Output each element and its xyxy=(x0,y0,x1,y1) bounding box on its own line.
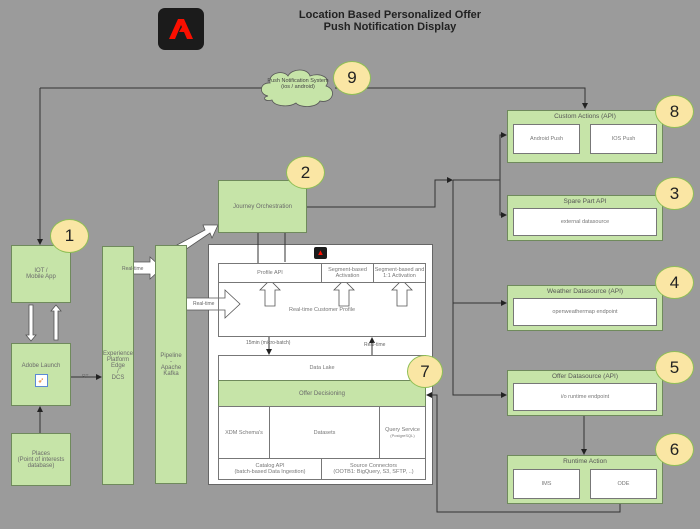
adobe-launch-box: Adobe Launch ➶ xyxy=(11,343,71,406)
realtime-arrow-label: Real-time xyxy=(193,301,215,307)
ims-cell: IMS xyxy=(513,469,580,499)
weather-datasource-box: Weather Datasource (API) openweathermap … xyxy=(507,285,663,331)
catalog-api-cell: Catalog API (batch-based Data Ingestion) xyxy=(218,458,322,480)
push-notification-cloud: Push Notification System (ios / android) xyxy=(258,66,338,108)
offer-datasource-title: Offer Datasource (API) xyxy=(552,373,618,380)
adobe-logo xyxy=(158,8,204,50)
step-badge-2: 2 xyxy=(286,156,325,189)
adobe-launch-label: Adobe Launch xyxy=(21,362,61,369)
ios-push: IOS Push xyxy=(590,124,657,154)
offer-decisioning: Offer Decisioning xyxy=(218,380,426,407)
weather-title: Weather Datasource (API) xyxy=(546,288,624,295)
spare-part-title: Spare Part API xyxy=(563,198,607,205)
step-badge-1: 1 xyxy=(50,219,89,253)
realtime-label: Real-time xyxy=(364,342,386,348)
data-lake: Data Lake xyxy=(218,355,426,381)
rt-label: RT xyxy=(82,374,89,380)
profile-api-cell: Profile API xyxy=(218,263,322,283)
step-badge-5: 5 xyxy=(655,351,694,384)
segment-1to1-cell: Segment-based and 1:1 Activation xyxy=(373,263,426,283)
step-badge-8: 8 xyxy=(655,95,694,128)
source-connectors-cell: Source Connectors (OOTB1: BigQuery, S3, … xyxy=(321,458,426,480)
segment-activation-cell: Segment-based Activation xyxy=(321,263,374,283)
title-line-2: Push Notification Display xyxy=(323,21,457,33)
query-service-cell: Query Service(PostgreSQL) xyxy=(379,406,426,459)
datasets-cell: Datasets xyxy=(269,406,380,459)
cloud-label: Push Notification System (ios / android) xyxy=(267,78,329,90)
experience-platform-edge-box: Experience Platform Edge / DCS xyxy=(102,246,134,485)
query-service-sub: (PostgreSQL) xyxy=(390,433,415,438)
realtime-customer-profile: Real-time Customer Profile xyxy=(218,282,426,337)
adobe-logo-icon xyxy=(169,19,193,39)
title-line-1: Location Based Personalized Offer xyxy=(298,9,482,21)
openweathermap-endpoint: openweathermap endpoint xyxy=(513,298,657,326)
runtime-action-box: Runtime Action IMS ODE xyxy=(507,455,663,504)
runtime-action-title: Runtime Action xyxy=(563,458,607,465)
step-badge-4: 4 xyxy=(655,266,694,299)
custom-actions-title: Custom Actions (API) xyxy=(554,113,616,120)
step-badge-9: 9 xyxy=(333,61,371,95)
query-service-label: Query Service xyxy=(385,427,420,433)
xdm-schemas-cell: XDM Schema's xyxy=(218,406,270,459)
step-badge-7: 7 xyxy=(407,355,443,388)
custom-actions-box: Custom Actions (API) Android Push IOS Pu… xyxy=(507,110,663,163)
pipeline-kafka-box: Pipeline - Apache Kafka xyxy=(155,245,187,484)
adobe-logo-icon: ▲ xyxy=(314,247,327,259)
ode-cell: ODE xyxy=(590,469,657,499)
external-datasource: external datasource xyxy=(513,208,657,236)
places-box: Places (Point of interests database) xyxy=(11,433,71,486)
offer-datasource-box: Offer Datasource (API) i/o runtime endpo… xyxy=(507,370,663,416)
step-badge-6: 6 xyxy=(655,433,694,466)
rocket-icon: ➶ xyxy=(34,373,48,387)
spare-part-api-box: Spare Part API external datasource xyxy=(507,195,663,241)
io-runtime-endpoint: i/o runtime endpoint xyxy=(513,383,657,411)
journey-orchestration-box: Journey Orchestration xyxy=(218,180,307,233)
step-badge-3: 3 xyxy=(655,177,694,210)
realtime-arrow-label: Real-time xyxy=(122,266,144,272)
microbatch-label: 15min (micro-batch) xyxy=(246,340,291,346)
android-push: Android Push xyxy=(513,124,580,154)
iot-mobile-app-box: IOT / Mobile App xyxy=(11,245,71,303)
